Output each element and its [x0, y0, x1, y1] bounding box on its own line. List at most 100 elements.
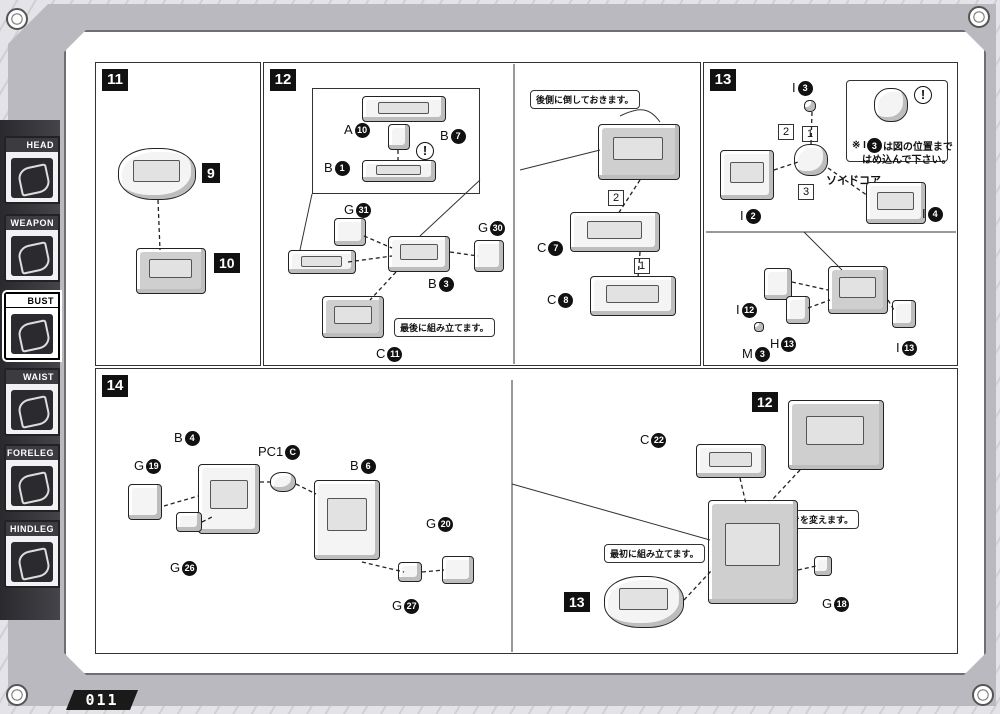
- section-sidebar: HEAD WEAPON BUST WAIST FORELEG HINDLEG: [0, 120, 60, 620]
- step-12-number: 12: [270, 69, 296, 91]
- tab-head-label: HEAD: [6, 138, 58, 152]
- step-14-number: 14: [102, 375, 128, 397]
- step-11-number: 11: [102, 69, 128, 91]
- foreleg-icon: [11, 466, 53, 506]
- tab-head[interactable]: HEAD: [4, 136, 60, 204]
- order-13-3: 3: [798, 184, 814, 200]
- tab-waist[interactable]: WAIST: [4, 368, 60, 436]
- i13-part: [892, 300, 916, 328]
- tab-hindleg-label: HINDLEG: [6, 522, 58, 536]
- top-hinge-part: [598, 124, 680, 180]
- tab-weapon[interactable]: WEAPON: [4, 214, 60, 282]
- tab-bust[interactable]: BUST: [4, 292, 60, 360]
- b1-part: [362, 160, 436, 182]
- c11-part: [322, 296, 384, 338]
- i4-part: [866, 182, 926, 224]
- warning-exclamation-icon: !: [416, 142, 434, 160]
- step-11-panel: 11: [95, 62, 261, 366]
- left-cover-part: [288, 250, 356, 274]
- zoid-core-part: [794, 144, 828, 176]
- corner-emblem-top-left-icon: [6, 8, 28, 30]
- order-2: 2: [608, 190, 624, 206]
- h13-part: [786, 296, 810, 324]
- warning-exclamation-icon-13: !: [914, 86, 932, 104]
- tab-hindleg[interactable]: HINDLEG: [4, 520, 60, 588]
- i2-part: [720, 150, 774, 200]
- hindleg-icon: [11, 542, 53, 582]
- order-1: 1: [634, 258, 650, 274]
- bust-icon: [11, 314, 53, 354]
- corner-emblem-top-right-icon: [968, 6, 990, 28]
- b7-part: [362, 96, 446, 122]
- g31-part: [334, 218, 366, 246]
- corner-emblem-bottom-right-icon: [972, 684, 994, 706]
- tab-bust-label: BUST: [6, 294, 58, 308]
- b4-part: [198, 464, 260, 534]
- g19-part: [128, 484, 162, 520]
- c7-part: [570, 212, 660, 252]
- step-11-ref-10: 10: [214, 253, 240, 273]
- i3-part: [804, 100, 816, 112]
- zoid-core-detail-part: [874, 88, 908, 122]
- waist-icon: [11, 390, 53, 430]
- weapon-icon: [11, 236, 53, 276]
- step-14-ref-13: 13: [564, 592, 590, 612]
- tab-foreleg-label: FORELEG: [6, 446, 58, 460]
- corner-emblem-bottom-left-icon: [6, 684, 28, 706]
- b6-part: [314, 480, 380, 560]
- tab-waist-label: WAIST: [6, 370, 58, 384]
- center-block-part: [388, 236, 450, 272]
- g18-part: [814, 556, 832, 576]
- c22-part: [696, 444, 766, 478]
- note-fold-rear: 後側に倒しておきます。: [530, 90, 640, 109]
- bust-core-assembly-part: [828, 266, 888, 314]
- head-icon: [11, 158, 53, 198]
- order-13-2: 2: [778, 124, 794, 140]
- page-number: 011: [66, 690, 138, 710]
- c8-part: [590, 276, 676, 316]
- step-12-assembly-part: [788, 400, 884, 470]
- bust-chassis-part: [708, 500, 798, 604]
- m3-part: [754, 322, 764, 332]
- step-14-ref-12: 12: [752, 392, 778, 412]
- pc1c-part: [270, 472, 296, 492]
- g20-part: [442, 556, 474, 584]
- g26-part: [176, 512, 202, 532]
- head-assembly-part: [118, 148, 196, 200]
- step-13-assembly-part: [604, 576, 684, 628]
- tab-foreleg[interactable]: FORELEG: [4, 444, 60, 512]
- note-assemble-last: 最後に組み立てます。: [394, 318, 495, 337]
- step-11-ref-9: 9: [202, 163, 220, 183]
- a10-part: [388, 124, 410, 150]
- callout-line-2: はめ込んで下さい。: [862, 155, 952, 166]
- g30-part: [474, 240, 504, 272]
- bust-frame-part: [136, 248, 206, 294]
- i12-part: [764, 268, 792, 300]
- step-13-number: 13: [710, 69, 736, 91]
